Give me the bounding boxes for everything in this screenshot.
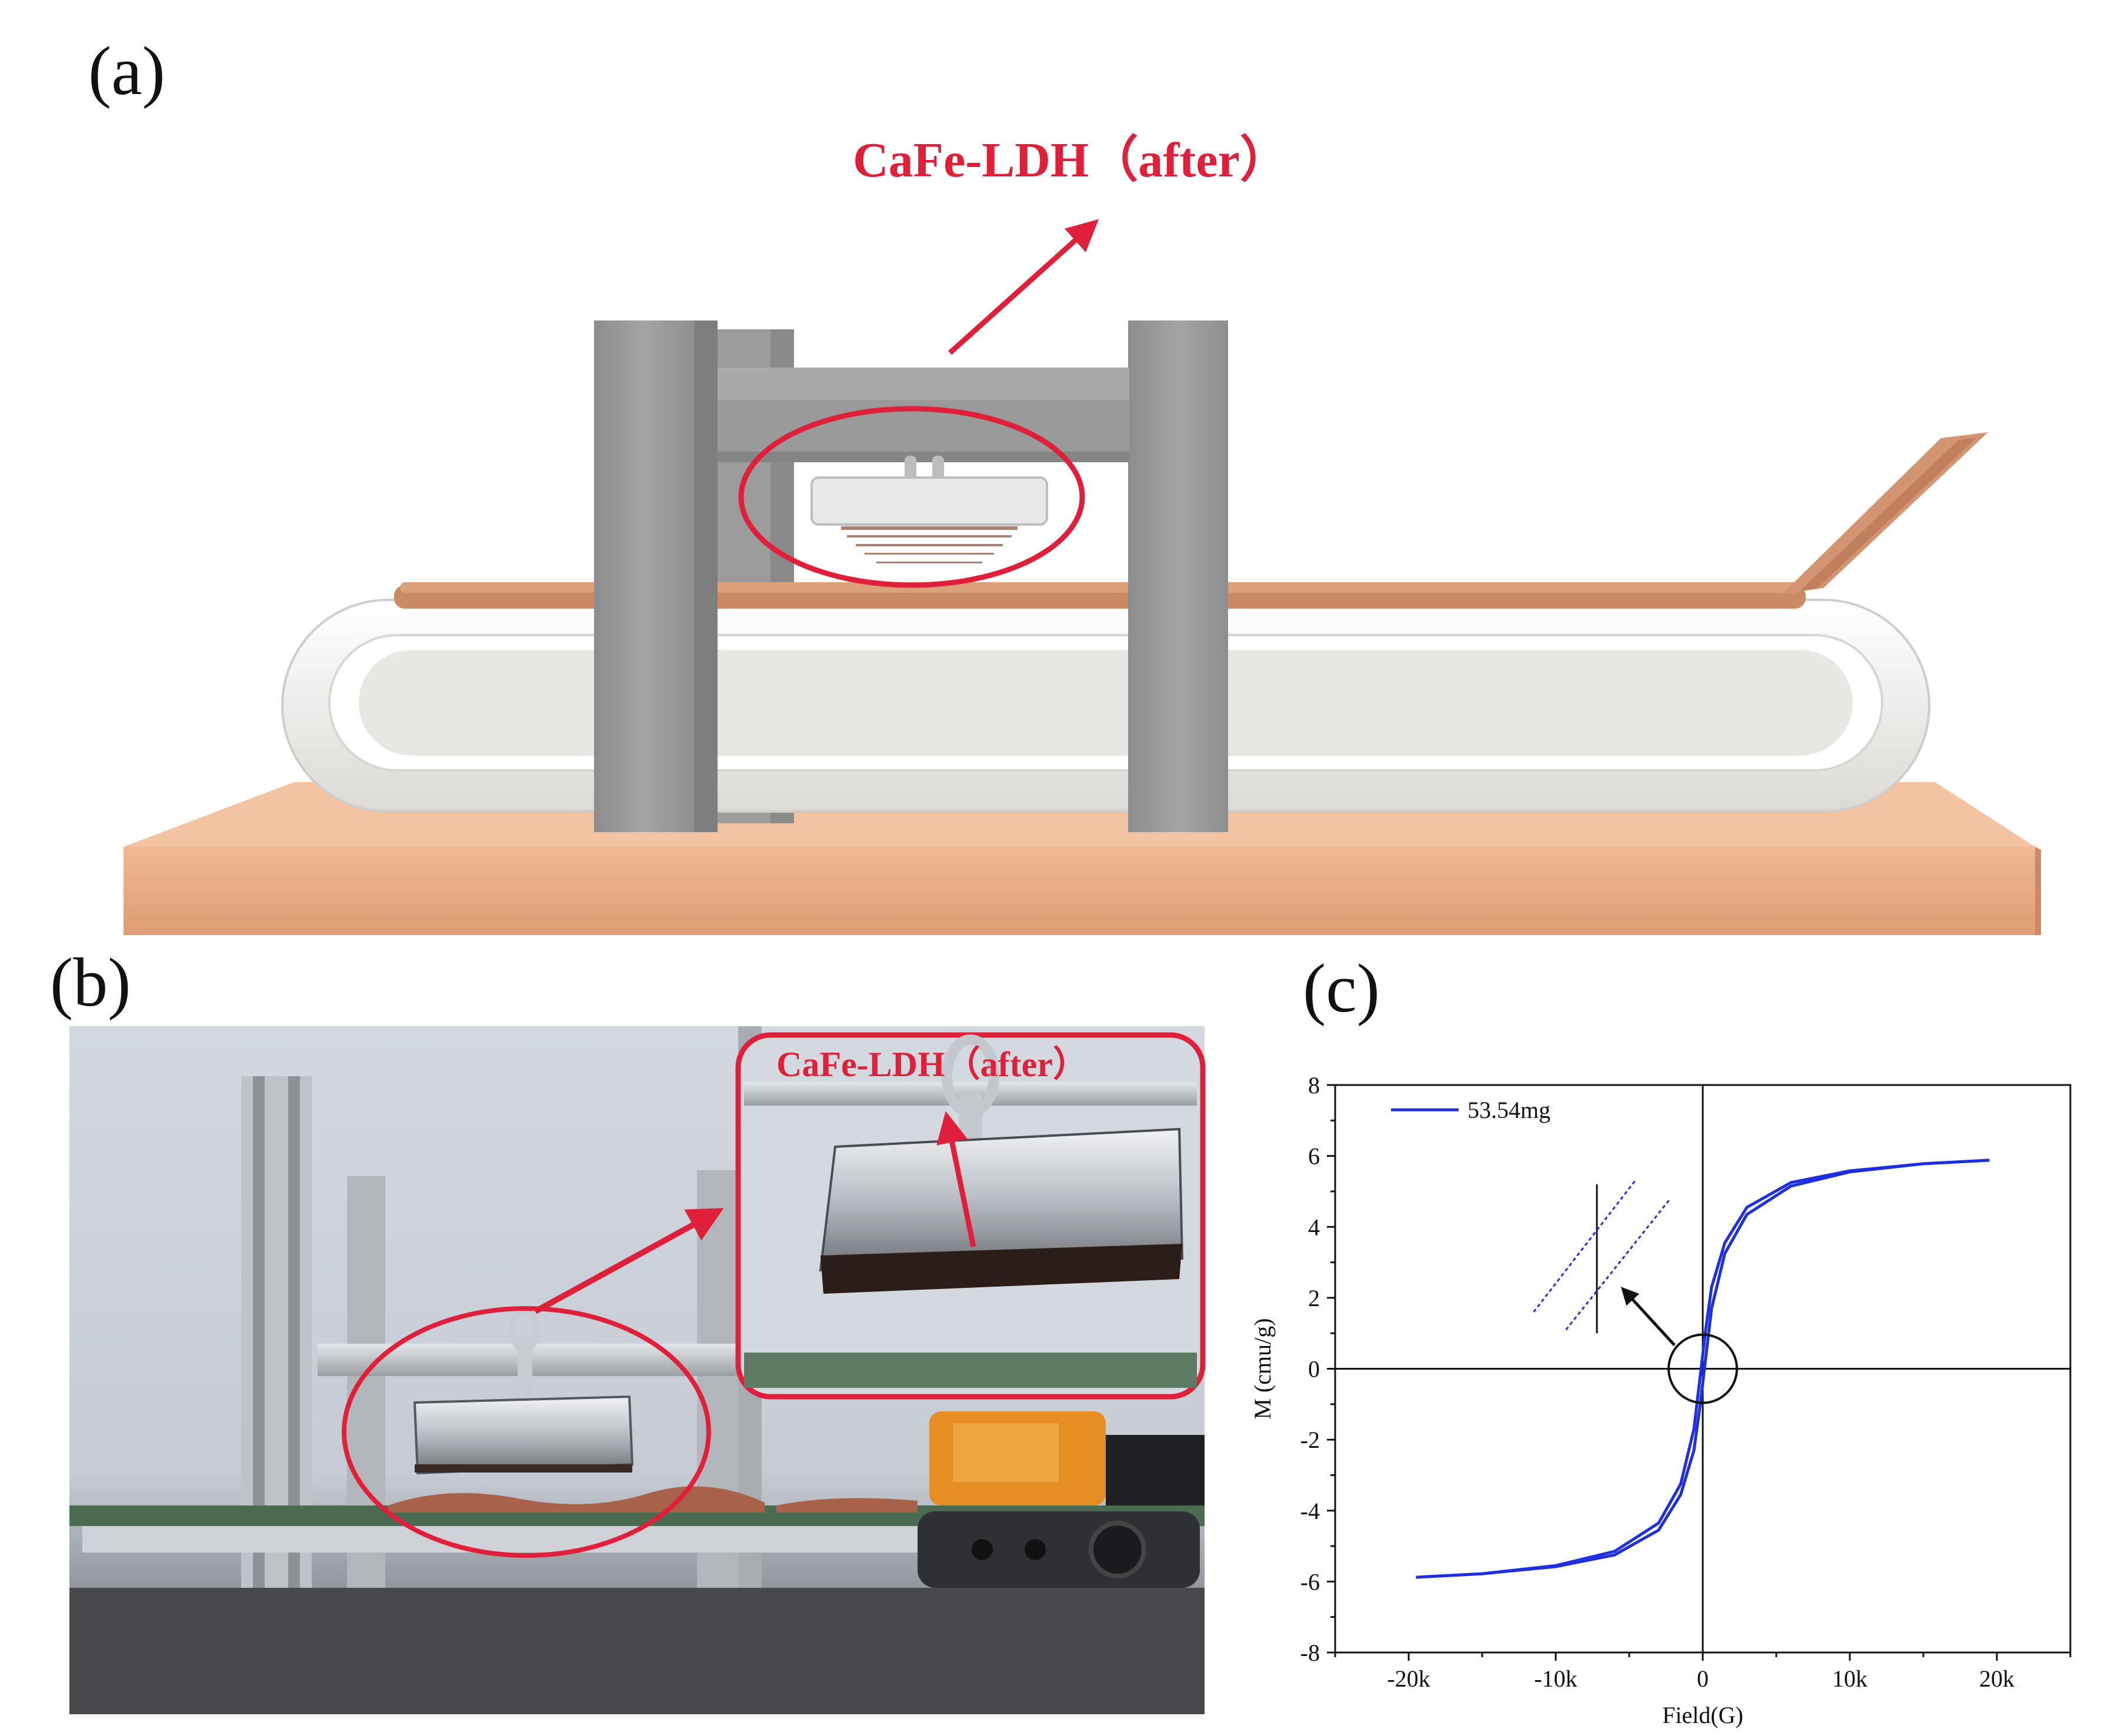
y-tick-label: -6 xyxy=(1300,1568,1320,1595)
inset-photo: CaFe-LDH（after） xyxy=(735,1032,1206,1400)
x-axis-label: Field(G) xyxy=(1662,1702,1743,1728)
highlight-ellipse-a xyxy=(738,406,1085,588)
x-axis-ticks: -20k -10k 0 10k 20k xyxy=(1334,1652,2072,1692)
zoom-circle xyxy=(1667,1333,1738,1404)
magnetization-chart: -20k -10k 0 10k 20k -8 -6 -4 -2 0 2 4 6 8 53.54mg Fi… xyxy=(1249,1072,2072,1728)
x-tick-label: -20k xyxy=(1387,1665,1430,1692)
legend: 53.54mg xyxy=(1391,1097,1550,1123)
photo-conveyor xyxy=(69,1505,1205,1714)
y-tick-label: 8 xyxy=(1308,1072,1320,1099)
y-tick-label: 0 xyxy=(1308,1356,1320,1383)
y-tick-label: 6 xyxy=(1308,1143,1320,1170)
frame-front xyxy=(594,321,1228,832)
inset-zoom-loop xyxy=(1533,1180,1672,1334)
orange-machine xyxy=(929,1411,1205,1505)
inset-branch-left xyxy=(1533,1180,1636,1313)
pellet-ramp xyxy=(1782,432,1988,594)
panel-c: (c) -20k -10k 0 10k 20k -8 -6 -4 -2 0 2 4 6 8 53.54m… xyxy=(1249,950,2072,1728)
x-tick-label: 20k xyxy=(1979,1665,2014,1692)
panel-c-letter: (c) xyxy=(1303,950,1380,1027)
series-branch-upper xyxy=(1416,1159,1990,1579)
y-axis-label: M (cmu/g) xyxy=(1249,1318,1276,1419)
conveyor-belt xyxy=(281,599,1930,813)
panel-b: (b) xyxy=(50,944,1206,1714)
y-tick-label: 4 xyxy=(1308,1214,1320,1240)
series-branch-lower xyxy=(1416,1159,1990,1579)
pointer-arrow-b xyxy=(533,1208,724,1314)
y-tick-label: -8 xyxy=(1300,1640,1320,1666)
highlight-ellipse-b xyxy=(342,1306,711,1558)
pointer-arrow-a xyxy=(948,219,1099,355)
panel-b-label: CaFe-LDH（after） xyxy=(776,1044,1088,1084)
panel-b-letter: (b) xyxy=(50,944,131,1021)
y-tick-label: -2 xyxy=(1300,1427,1320,1453)
x-tick-label: 0 xyxy=(1697,1665,1709,1692)
zoom-arrow xyxy=(1620,1287,1676,1347)
legend-label: 53.54mg xyxy=(1467,1097,1550,1123)
panel-a-letter: (a) xyxy=(88,32,165,109)
x-tick-label: 10k xyxy=(1832,1665,1867,1692)
y-tick-label: -4 xyxy=(1300,1498,1320,1524)
magnet-b xyxy=(413,1308,634,1475)
pellets-on-belt xyxy=(394,582,1806,609)
x-tick-label: -10k xyxy=(1534,1665,1577,1692)
inset-branch-right xyxy=(1565,1198,1672,1331)
magnet-a xyxy=(810,456,1048,563)
pointer-arrow-inset xyxy=(936,1111,976,1247)
y-axis-ticks: -8 -6 -4 -2 0 2 4 6 8 xyxy=(1300,1072,1335,1666)
panel-a-label: CaFe-LDH（after） xyxy=(853,133,1289,188)
y-tick-label: 2 xyxy=(1308,1285,1320,1311)
panel-a: (a) xyxy=(88,32,2041,935)
